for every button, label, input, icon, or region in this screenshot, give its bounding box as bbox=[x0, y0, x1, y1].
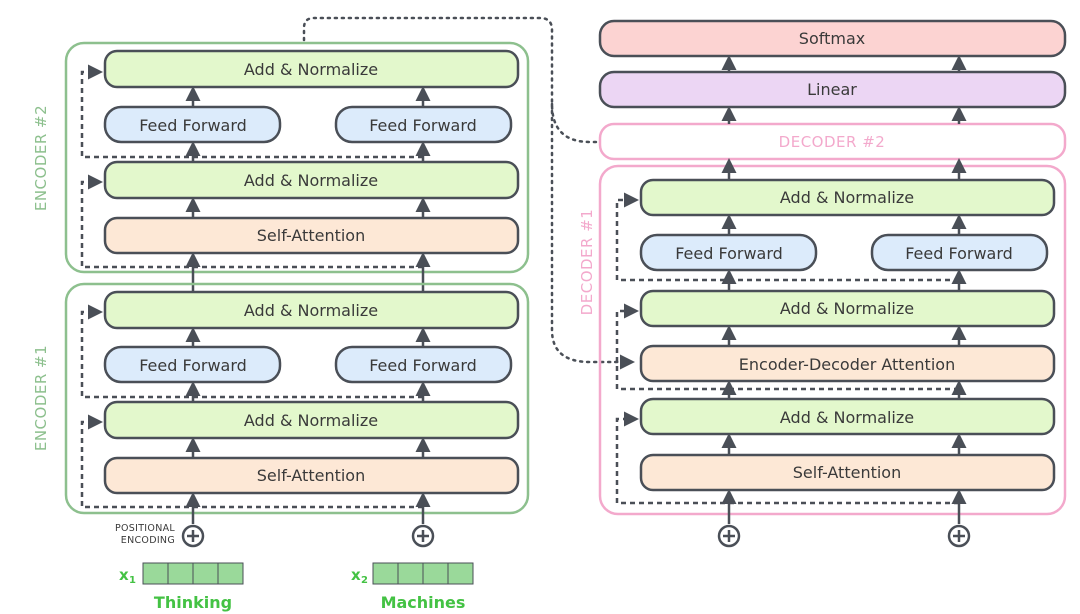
input-2-embedding bbox=[372, 562, 474, 585]
encoder-1-residuals bbox=[80, 304, 423, 509]
encoder-1-add-normalize-mid-label: Add & Normalize bbox=[244, 411, 378, 430]
decoder-1-self-attention-label: Self-Attention bbox=[793, 463, 901, 482]
input-2: x 2 Machines bbox=[351, 562, 474, 612]
decoder-1-add-normalize-1-label: Add & Normalize bbox=[780, 408, 914, 427]
decoder-1-add-normalize-top-label: Add & Normalize bbox=[780, 188, 914, 207]
decoder-1-add-normalize-top bbox=[639, 178, 1056, 217]
decoder-1-arrows bbox=[721, 55, 967, 524]
decoder-1-add-normalize-2-label: Add & Normalize bbox=[780, 299, 914, 318]
encoder-2-arrows bbox=[185, 86, 431, 294]
linear-box bbox=[598, 70, 1067, 109]
encoder-2-label: ENCODER #2 bbox=[32, 105, 50, 211]
input-2-x: x bbox=[351, 566, 361, 584]
encoder-positional-encoding: POSITIONAL ENCODING bbox=[115, 523, 435, 548]
input-2-word: Machines bbox=[381, 593, 466, 612]
decoder-positional-encoding bbox=[717, 524, 971, 548]
encoder-2-add-normalize-mid-label: Add & Normalize bbox=[244, 171, 378, 190]
softmax-box bbox=[598, 19, 1067, 58]
input-1-x: x bbox=[119, 566, 129, 584]
input-1: x 1 Thinking bbox=[119, 562, 244, 612]
encoder-2-add-normalize-top-label: Add & Normalize bbox=[244, 60, 378, 79]
encoder-2-add-normalize-top bbox=[103, 49, 520, 89]
encoder-2-feed-forward-1-label: Feed Forward bbox=[139, 116, 247, 135]
decoder-1-border bbox=[598, 164, 1067, 516]
positional-label-line1: POSITIONAL bbox=[115, 523, 175, 534]
input-1-word: Thinking bbox=[154, 593, 232, 612]
encoder-1-arrows bbox=[185, 327, 431, 524]
decoder-2-box bbox=[598, 122, 1067, 161]
encoder-1: ENCODER #1 Add & Normalize Feed Forward … bbox=[32, 282, 530, 524]
encoder-2-self-attention-label: Self-Attention bbox=[257, 226, 365, 245]
encoder-1-feed-forward-1-label: Feed Forward bbox=[139, 356, 247, 375]
encoder-1-label: ENCODER #1 bbox=[32, 345, 50, 451]
encoder-1-border bbox=[64, 282, 530, 515]
encoder-1-add-normalize-top-label: Add & Normalize bbox=[244, 301, 378, 320]
decoder-1-add-normalize-2 bbox=[639, 289, 1056, 328]
encoder-2-residuals bbox=[80, 64, 423, 269]
decoder-top: Softmax Linear DECODER #2 bbox=[598, 19, 1067, 161]
encoder-2-add-normalize-mid bbox=[103, 160, 520, 200]
decoder-1-enc-dec-attention bbox=[639, 344, 1056, 383]
input-2-sub: 2 bbox=[361, 575, 368, 586]
positional-label-line2: ENCODING bbox=[121, 535, 175, 546]
linear-label: Linear bbox=[807, 80, 857, 99]
encoder-1-feed-forward-2-label: Feed Forward bbox=[369, 356, 477, 375]
decoder-1-self-attention bbox=[639, 453, 1056, 492]
encoder-1-add-normalize-top bbox=[103, 290, 520, 330]
encoder-1-self-attention bbox=[103, 456, 520, 495]
decoder-1-feed-forward-1-label: Feed Forward bbox=[675, 244, 783, 263]
softmax-label: Softmax bbox=[799, 29, 865, 48]
decoder-1-label: DECODER #1 bbox=[578, 209, 596, 316]
decoder-1-residuals bbox=[615, 192, 959, 505]
decoder-1-feed-forward-2-label: Feed Forward bbox=[905, 244, 1013, 263]
decoder-2-label: DECODER #2 bbox=[779, 133, 886, 151]
encoder-2-self-attention bbox=[103, 216, 520, 255]
encoder-2: ENCODER #2 Add & Normalize Feed Forward … bbox=[32, 41, 530, 294]
encoder-2-border bbox=[64, 41, 530, 274]
decoder-1-enc-dec-attention-label: Encoder-Decoder Attention bbox=[739, 355, 955, 374]
encoder-2-feed-forward-2-label: Feed Forward bbox=[369, 116, 477, 135]
decoder-1-add-normalize-1 bbox=[639, 397, 1056, 436]
input-1-sub: 1 bbox=[129, 575, 136, 586]
encoder-1-self-attention-label: Self-Attention bbox=[257, 466, 365, 485]
input-1-embedding bbox=[142, 562, 244, 585]
encoder-output-connections bbox=[302, 16, 635, 370]
encoder-1-add-normalize-mid bbox=[103, 400, 520, 440]
decoder-1: DECODER #1 Add & Normalize Feed Forward … bbox=[578, 55, 1067, 524]
